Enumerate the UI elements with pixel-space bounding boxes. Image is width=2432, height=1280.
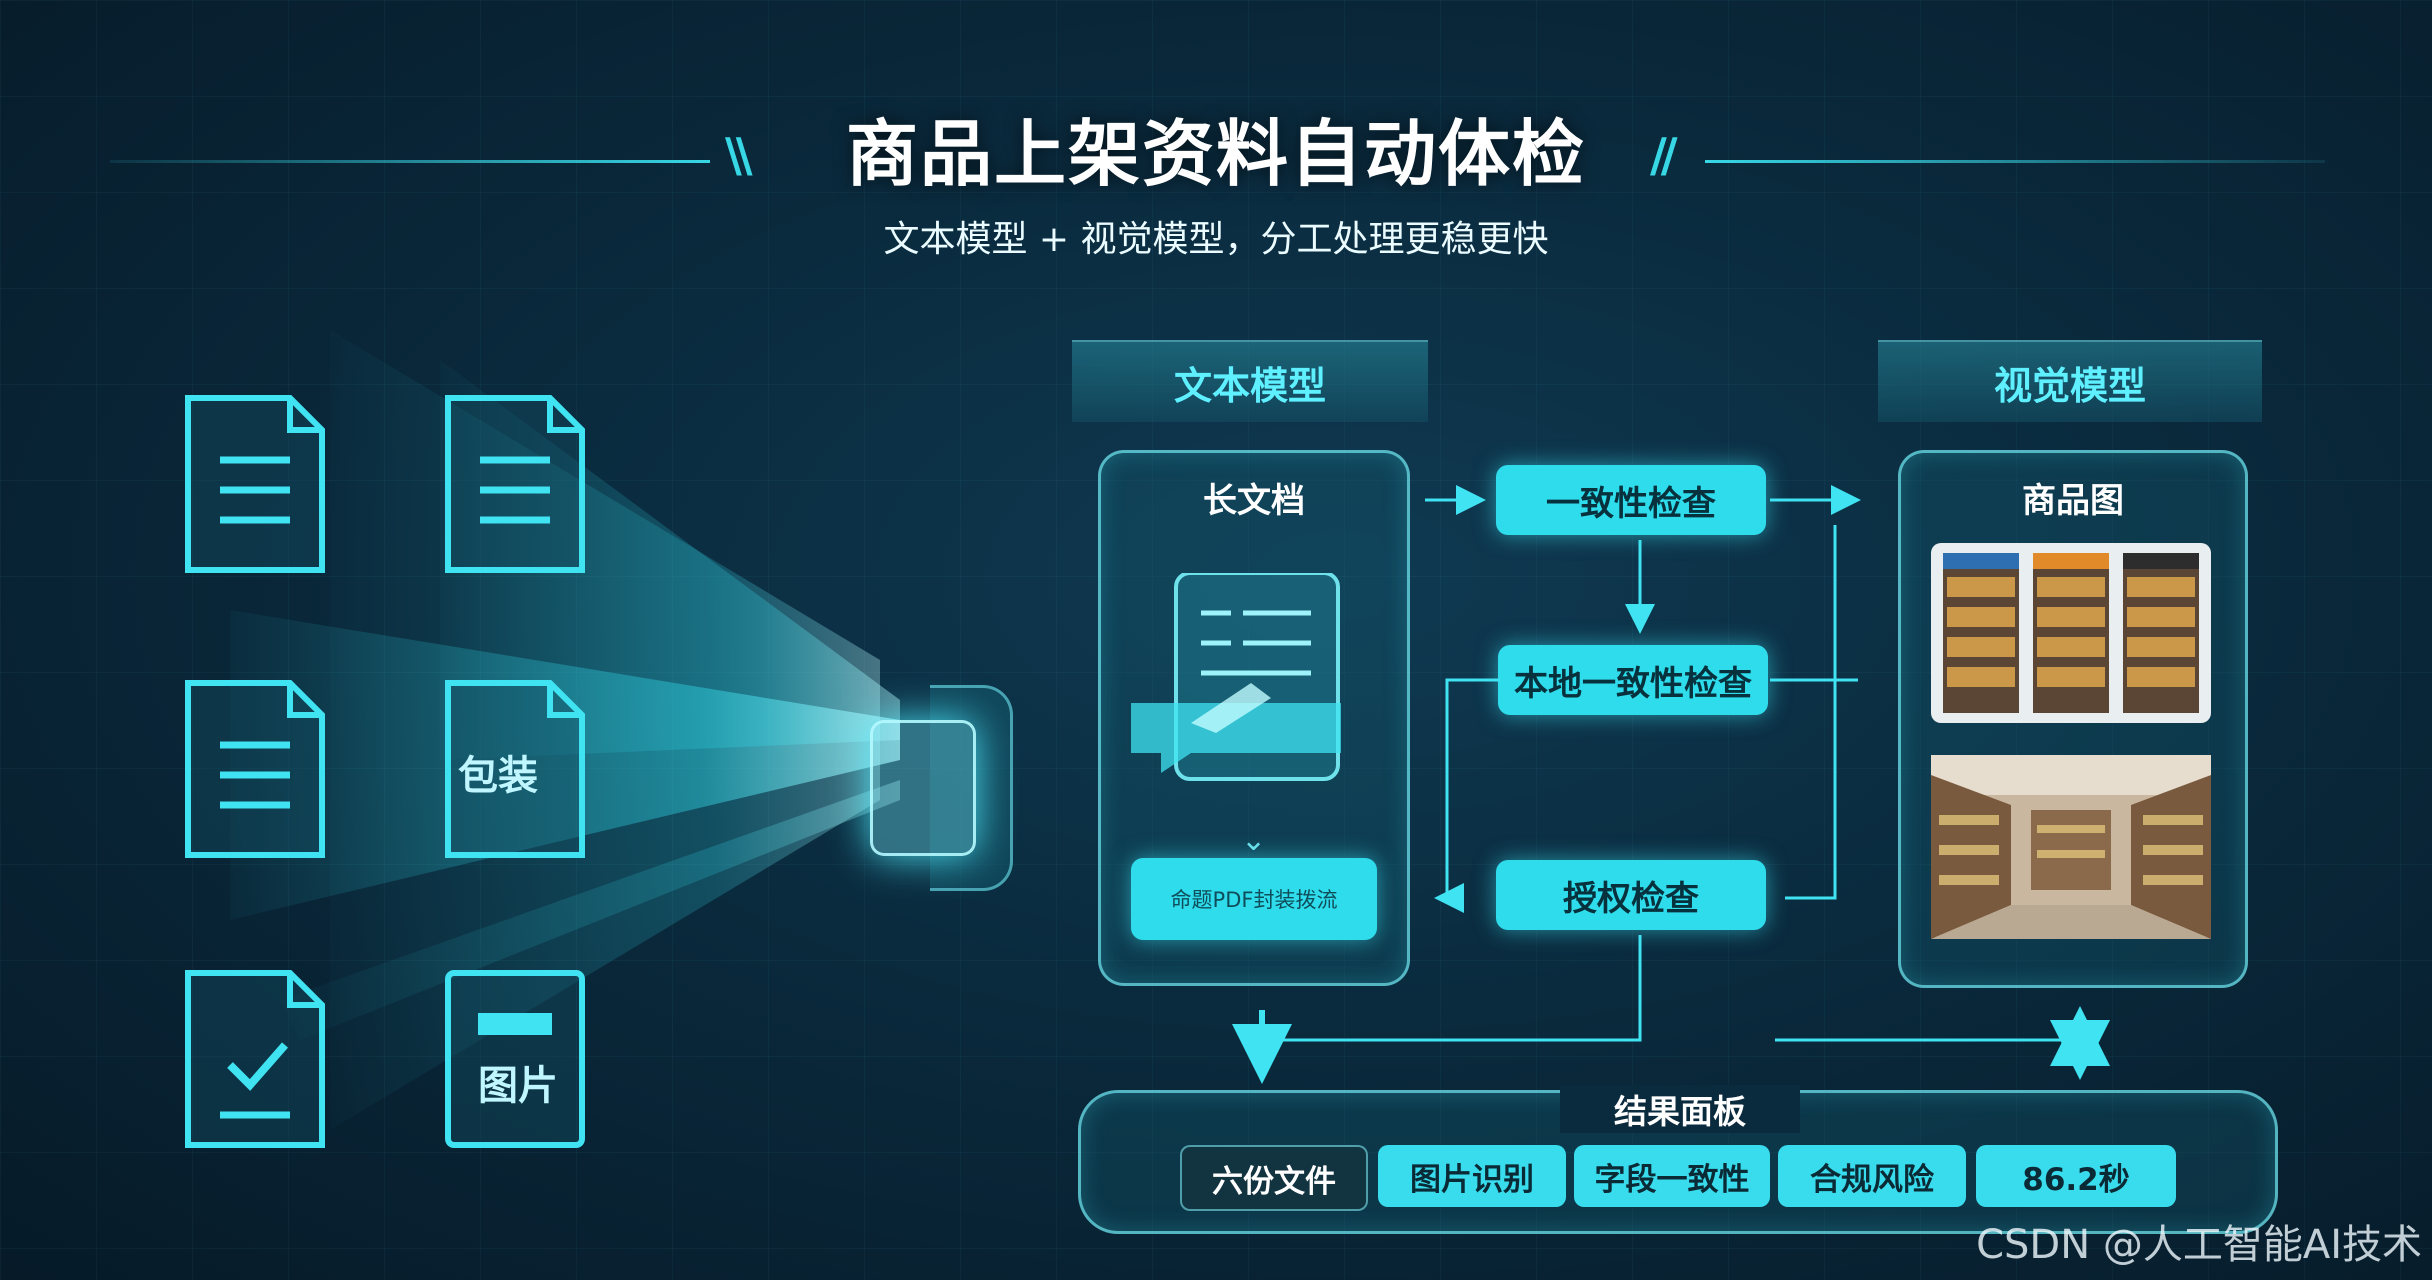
page-subtitle: 文本模型 + 视觉模型，分工处理更稳更快 — [883, 219, 1549, 260]
projector-device — [930, 685, 1013, 891]
text-model-panel: 长文档 ⌄ 命题PDF封装拨流 — [1098, 450, 1410, 986]
authorization-check-button[interactable]: 授权检查 — [1496, 860, 1766, 930]
projector-lens — [870, 720, 976, 856]
document-icon — [445, 395, 585, 573]
checked-document-icon — [185, 970, 325, 1148]
watermark: CSDN @人工智能AI技术 — [1976, 1222, 2422, 1268]
result-chip-compliance-risk: 合规风险 — [1778, 1145, 1966, 1207]
text-model-output-button[interactable]: 命题PDF封装拨流 — [1131, 858, 1377, 940]
result-chip-files: 六份文件 — [1180, 1145, 1368, 1211]
header-line-right — [1705, 160, 2325, 163]
document-icon — [185, 680, 325, 858]
product-shelf-image — [1931, 543, 2211, 723]
vision-model-tab: 视觉模型 — [1878, 340, 2262, 422]
packaging-label: 包装 — [458, 753, 538, 799]
consistency-check-button[interactable]: 一致性检查 — [1496, 465, 1766, 535]
vision-model-panel-title: 商品图 — [2022, 481, 2124, 521]
store-aisle-image — [1931, 755, 2211, 939]
document-icon — [185, 395, 325, 573]
image-label: 图片 — [478, 1063, 558, 1109]
long-document-icon — [1131, 573, 1341, 781]
result-chip-image-recognition: 图片识别 — [1378, 1145, 1566, 1207]
vision-model-panel: 商品图 — [1898, 450, 2248, 988]
result-chip-duration: 86.2秒 — [1976, 1145, 2176, 1207]
text-model-tab: 文本模型 — [1072, 340, 1428, 422]
header-line-left — [110, 160, 710, 163]
image-document-icon — [445, 970, 585, 1148]
packaging-document: 包装 — [440, 675, 590, 865]
image-document: 图片 — [440, 965, 590, 1155]
page-title: 商品上架资料自动体检 — [845, 112, 1586, 196]
result-chip-field-consistency: 字段一致性 — [1574, 1145, 1770, 1207]
chevron-down-icon: ⌄ — [1241, 823, 1267, 858]
text-model-panel-title: 长文档 — [1203, 481, 1305, 521]
local-consistency-check-button[interactable]: 本地一致性检查 — [1498, 645, 1768, 715]
result-panel-title: 结果面板 — [1560, 1085, 1800, 1133]
packaging-document-icon — [445, 680, 585, 858]
